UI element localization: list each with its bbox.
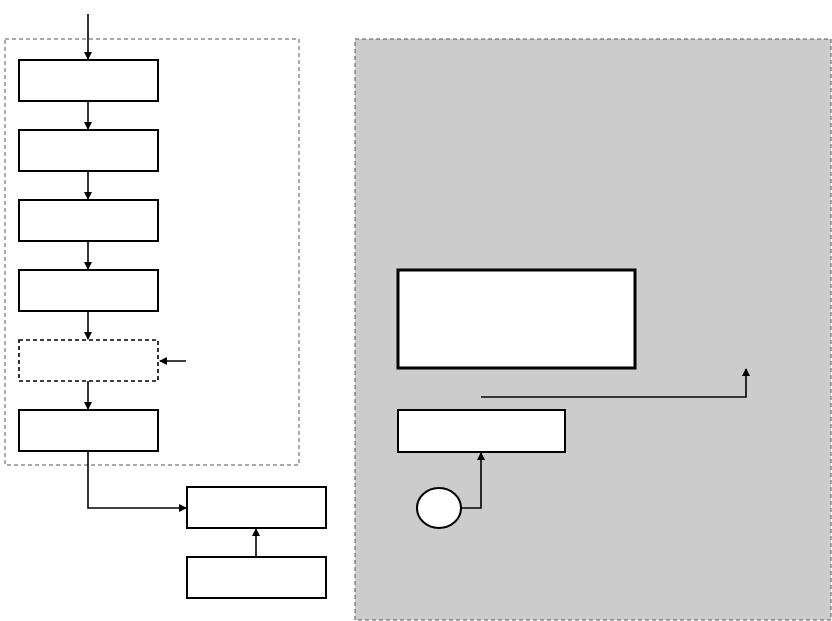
edge-circle-to-small-box [461,452,485,509]
node-source-box[interactable] [186,556,327,599]
node-step-3[interactable] [18,199,159,242]
node-start-circle[interactable] [416,487,462,529]
node-step-2[interactable] [18,129,159,172]
edge-step-6-to-merge-box [87,451,187,512]
node-step-6[interactable] [18,409,159,452]
node-step-1[interactable] [18,59,159,102]
left-dashed-region [4,38,300,466]
node-merge-box[interactable] [186,486,327,529]
node-step-5-optional[interactable] [18,339,159,382]
node-small-box[interactable] [397,409,566,453]
node-large-box[interactable] [396,268,637,370]
node-step-4[interactable] [18,269,159,312]
edge-output-up-right [481,368,750,398]
